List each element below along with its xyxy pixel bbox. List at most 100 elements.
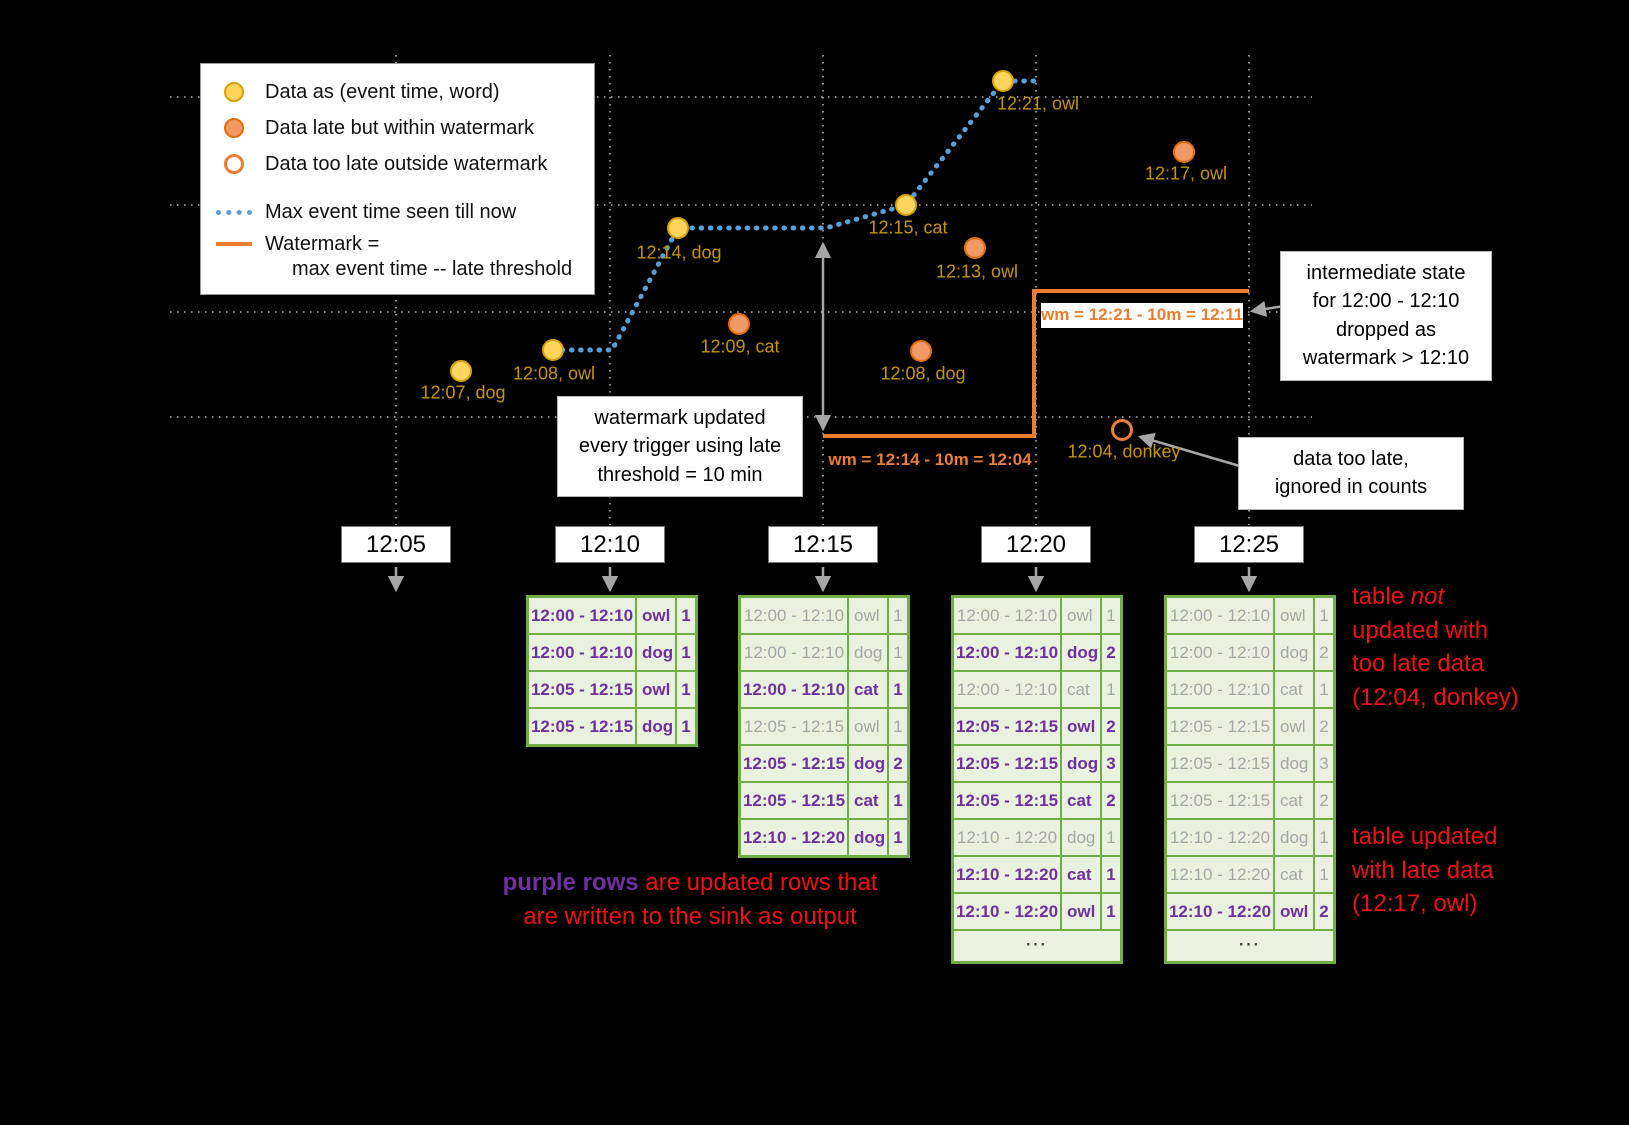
- result-cell: 12:10 - 12:20: [1167, 857, 1273, 892]
- result-cell: 12:05 - 12:15: [954, 709, 1060, 744]
- result-cell: 12:10 - 12:20: [741, 820, 847, 855]
- result-cell: owl: [849, 598, 887, 633]
- note-not-italic: not: [1410, 583, 1445, 610]
- data-point-label: 12:21, owl: [996, 93, 1080, 114]
- result-cell: 2: [1315, 709, 1333, 744]
- legend-label: Watermark =: [265, 232, 380, 255]
- more-rows-indicator: ⋯: [954, 931, 1120, 961]
- result-cell: 1: [677, 672, 695, 707]
- more-rows-indicator: ⋯: [1167, 931, 1333, 961]
- too-late-dot-icon: [215, 154, 253, 174]
- result-cell: 12:00 - 12:10: [1167, 635, 1273, 670]
- legend-label: Data too late outside watermark: [265, 152, 548, 175]
- data-point-label: 12:08, dog: [880, 363, 966, 384]
- result-cell: 1: [889, 783, 907, 818]
- trigger-time-1220: 12:20: [981, 526, 1091, 563]
- result-cell: 12:00 - 12:10: [741, 672, 847, 707]
- result-cell: 1: [1102, 820, 1120, 855]
- result-cell: owl: [637, 598, 675, 633]
- note-rest: updated with too late data (12:04, donke…: [1352, 616, 1519, 711]
- result-cell: 12:00 - 12:10: [741, 598, 847, 633]
- trigger-time-1215: 12:15: [768, 526, 878, 563]
- result-cell: 12:05 - 12:15: [741, 709, 847, 744]
- result-cell: 12:00 - 12:10: [529, 598, 635, 633]
- result-cell: 1: [677, 598, 695, 633]
- data-point-label: 12:07, dog: [420, 382, 506, 403]
- result-cell: dog: [849, 635, 887, 670]
- result-cell: 12:05 - 12:15: [529, 709, 635, 744]
- data-point-label: 12:04, donkey: [1067, 441, 1181, 462]
- result-cell: 12:10 - 12:20: [954, 820, 1060, 855]
- result-cell: 2: [1102, 709, 1120, 744]
- result-cell: owl: [1062, 894, 1100, 929]
- trigger-time-1210: 12:10: [555, 526, 665, 563]
- result-cell: 2: [1315, 894, 1333, 929]
- too-late-callout-arrow: [1137, 432, 1244, 469]
- result-cell: 12:00 - 12:10: [1167, 598, 1273, 633]
- legend: Data as (event time, word) Data late but…: [200, 63, 595, 295]
- legend-item-on-time: Data as (event time, word): [215, 74, 580, 110]
- result-cell: 12:10 - 12:20: [1167, 820, 1273, 855]
- result-cell: 1: [889, 672, 907, 707]
- data-point-label: 12:08, owl: [512, 363, 596, 384]
- result-cell: dog: [1062, 820, 1100, 855]
- purple-rows-highlight: purple rows: [502, 869, 639, 896]
- data-point-label: 12:17, owl: [1144, 163, 1228, 184]
- result-cell: dog: [637, 709, 675, 744]
- result-cell: cat: [1275, 783, 1313, 818]
- result-cell: 12:00 - 12:10: [529, 635, 635, 670]
- result-cell: 2: [1102, 635, 1120, 670]
- watermark-label-2: wm = 12:21 - 10m = 12:11: [1041, 303, 1243, 328]
- result-cell: cat: [1062, 857, 1100, 892]
- legend-label: Data late but within watermark: [265, 116, 535, 139]
- result-cell: cat: [1275, 857, 1313, 892]
- result-cell: 1: [1102, 598, 1120, 633]
- result-cell: 3: [1315, 746, 1333, 781]
- watermark-label-1: wm = 12:14 - 10m = 12:04: [828, 450, 1032, 469]
- result-cell: 1: [677, 635, 695, 670]
- result-cell: dog: [1275, 820, 1313, 855]
- result-cell: 12:05 - 12:15: [741, 783, 847, 818]
- result-cell: cat: [849, 783, 887, 818]
- result-cell: 3: [1102, 746, 1120, 781]
- result-cell: 12:05 - 12:15: [1167, 746, 1273, 781]
- result-cell: 1: [1315, 820, 1333, 855]
- result-cell: 12:10 - 12:20: [954, 894, 1060, 929]
- trigger-time-1225: 12:25: [1194, 526, 1304, 563]
- data-point-label: 12:15, cat: [868, 217, 948, 238]
- result-cell: cat: [1062, 672, 1100, 707]
- result-cell: 12:05 - 12:15: [529, 672, 635, 707]
- result-cell: dog: [849, 746, 887, 781]
- result-cell: 12:00 - 12:10: [954, 635, 1060, 670]
- result-cell: 12:00 - 12:10: [741, 635, 847, 670]
- data-point-label: 12:09, cat: [700, 336, 780, 357]
- trigger-arrows: [387, 567, 1258, 593]
- result-cell: owl: [1275, 709, 1313, 744]
- result-cell: 2: [1102, 783, 1120, 818]
- result-cell: dog: [1062, 746, 1100, 781]
- result-cell: 12:05 - 12:15: [954, 746, 1060, 781]
- data-point-toolate: [1111, 419, 1133, 441]
- result-cell: dog: [1275, 746, 1313, 781]
- legend-label: Max event time seen till now: [265, 200, 517, 223]
- result-cell: 1: [1102, 857, 1120, 892]
- result-cell: owl: [1062, 709, 1100, 744]
- legend-item-too-late: Data too late outside watermark: [215, 146, 580, 182]
- result-cell: 12:10 - 12:20: [954, 857, 1060, 892]
- result-cell: 12:05 - 12:15: [1167, 783, 1273, 818]
- result-cell: cat: [1275, 672, 1313, 707]
- max-event-time-line: [550, 78, 1043, 353]
- note-not-updated: table not updated with too late data (12…: [1352, 580, 1519, 714]
- result-cell: cat: [849, 672, 887, 707]
- dotted-line-icon: [215, 209, 253, 215]
- result-cell: dog: [849, 820, 887, 855]
- data-point-late: [910, 340, 932, 362]
- note-updated-late: table updated with late data (12:17, owl…: [1352, 823, 1498, 918]
- data-point-label: 12:14, dog: [636, 242, 722, 263]
- result-cell: 2: [1315, 635, 1333, 670]
